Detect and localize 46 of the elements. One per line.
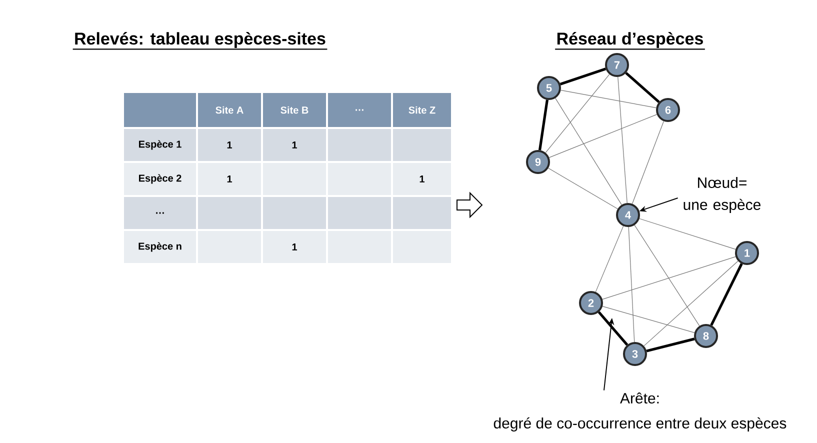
edge-line bbox=[595, 226, 624, 292]
network-node: 8 bbox=[694, 324, 718, 348]
edge-line bbox=[618, 76, 628, 204]
edge-line bbox=[555, 98, 622, 206]
edge-line bbox=[560, 90, 656, 108]
table-cell: Site Z bbox=[393, 93, 451, 127]
network-node: 7 bbox=[605, 53, 629, 77]
annotation: Arête: degré de co-occurrence entre deux espèces bbox=[494, 392, 786, 432]
edge-line bbox=[646, 338, 695, 352]
edge-line bbox=[602, 306, 695, 333]
network-node: 5 bbox=[537, 76, 561, 100]
heading: Relevés: tableau espèces-sites bbox=[72, 32, 328, 50]
edge-line bbox=[628, 226, 635, 342]
table-cell: Espèce 2 bbox=[124, 163, 196, 195]
edge-line bbox=[710, 263, 743, 326]
heading: Réseau d’espèces bbox=[555, 32, 705, 50]
table-cell: 1 bbox=[198, 163, 261, 195]
network-node: 9 bbox=[526, 150, 550, 174]
annotation: Nœud= une espèce bbox=[684, 177, 760, 213]
table-cell: Espèce n bbox=[124, 231, 196, 263]
network-node: 1 bbox=[735, 241, 759, 265]
edge-line bbox=[545, 74, 610, 153]
edge-line bbox=[632, 120, 664, 204]
table-cell: … bbox=[328, 93, 391, 127]
edge-line bbox=[598, 311, 628, 346]
edge-line bbox=[538, 100, 549, 150]
edge-line bbox=[625, 72, 660, 104]
table-cell: 1 bbox=[263, 231, 326, 263]
network-node: 2 bbox=[579, 291, 603, 315]
edge-line bbox=[639, 218, 736, 250]
table-cell: 1 bbox=[393, 163, 451, 195]
edge-line bbox=[548, 168, 618, 210]
table-cell: Espèce 1 bbox=[124, 129, 196, 161]
edge-line bbox=[644, 260, 738, 346]
table-cell: Site B bbox=[263, 93, 326, 127]
edge-line bbox=[602, 256, 736, 300]
network-node: 4 bbox=[616, 203, 640, 227]
network-node: 3 bbox=[623, 342, 647, 366]
edge-line bbox=[548, 114, 658, 158]
table-cell: Site A bbox=[198, 93, 261, 127]
edge-line bbox=[560, 68, 606, 86]
table-cell: 1 bbox=[198, 129, 261, 161]
table-cell: … bbox=[124, 197, 196, 229]
network-node: 6 bbox=[656, 98, 680, 122]
table-cell: 1 bbox=[263, 129, 326, 161]
edge-line bbox=[634, 224, 700, 326]
